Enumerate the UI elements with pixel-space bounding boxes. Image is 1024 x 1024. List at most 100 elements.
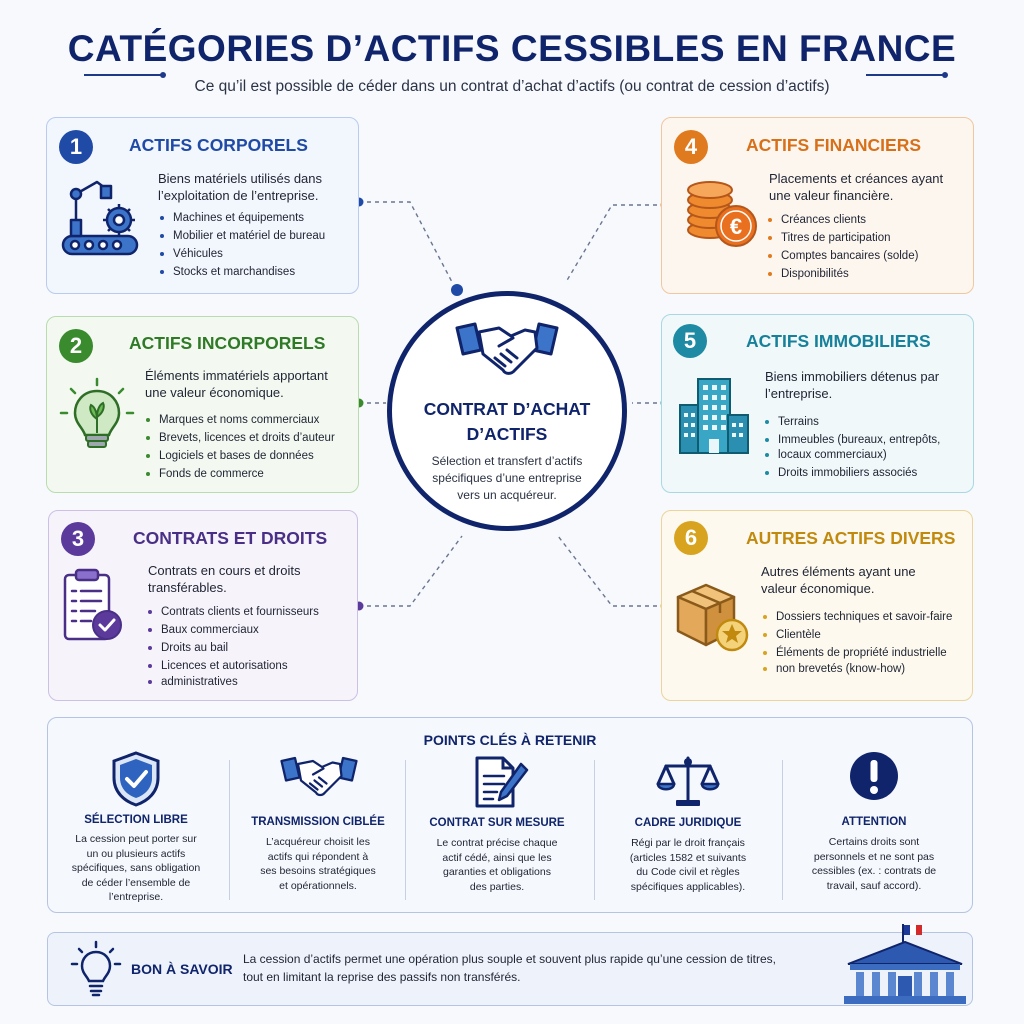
card-list: Marques et noms commerciaux Brevets, lic… — [145, 411, 335, 483]
points-cles-panel — [47, 717, 973, 913]
card-desc-line: Placements et créances ayant — [769, 171, 944, 186]
svg-text:€: € — [730, 214, 742, 239]
card-desc-line: transférables. — [148, 580, 227, 595]
list-item: Machines et équipements — [159, 209, 325, 227]
point-line: actifs qui répondent à — [267, 850, 369, 863]
card-description: Placements et créances ayant une valeur … — [769, 170, 943, 204]
center-desc-line2: spécifiques d’une entreprise — [432, 471, 582, 485]
card-list: Contrats clients et fournisseurs Baux co… — [147, 603, 319, 691]
point-title: SÉLECTION LIBRE — [84, 814, 188, 826]
point-line: des parties. — [469, 880, 525, 893]
scales-icon — [656, 756, 720, 806]
center-title-line2: D’ACTIFS — [466, 424, 548, 444]
list-item: Droits au bail — [147, 639, 319, 657]
list-item: Éléments de propriété industrielle — [762, 644, 952, 662]
handshake-icon — [280, 756, 358, 797]
card-number: 2 — [59, 329, 93, 363]
bon-a-savoir-title: BON À SAVOIR — [131, 961, 233, 977]
card-description: Biens matériels utilisés dans l’exploita… — [158, 170, 322, 204]
card-desc-line: Contrats en cours et droits — [148, 563, 301, 578]
point-line: travail, sauf accord). — [826, 879, 922, 892]
point-text: Le contrat précise chaque actif cédé, ai… — [422, 836, 572, 894]
divider — [405, 760, 406, 900]
divider — [594, 760, 595, 900]
point-title: TRANSMISSION CIBLÉE — [251, 816, 385, 828]
card-title: ACTIFS CORPORELS — [129, 135, 308, 155]
list-item: Fonds de commerce — [145, 465, 335, 483]
government-building-icon — [844, 924, 966, 1004]
point-text: Certains droits sont personnels et ne so… — [799, 835, 949, 893]
center-desc-line3: vers un acquéreur. — [457, 488, 557, 502]
card-autres-actifs-divers: 6 AUTRES ACTIFS DIVERS Autres éléments a… — [661, 510, 973, 701]
point-line: et opérationnels. — [279, 879, 357, 892]
list-item: Terrains — [764, 413, 940, 431]
card-number: 1 — [59, 130, 93, 164]
card-desc-line: Éléments immatériels apportant — [145, 368, 328, 383]
list-item: Contrats clients et fournisseurs — [147, 603, 319, 621]
point-line: L’acquéreur choisit les — [266, 836, 370, 848]
point-line: spécifiques, sans obligation — [71, 862, 201, 874]
center-description: Sélection et transfert d’actifs spécifiq… — [412, 453, 602, 504]
divider — [782, 760, 783, 900]
clipboard-check-icon — [63, 568, 122, 641]
card-list: Dossiers techniques et savoir-faire Clie… — [762, 608, 952, 678]
point-line: Le contrat précise chaque — [436, 837, 558, 849]
card-title: ACTIFS FINANCIERS — [746, 135, 921, 155]
list-item: Dossiers techniques et savoir-faire — [762, 608, 952, 626]
title-divider-left-dot — [160, 72, 166, 78]
list-item: Brevets, licences et droits d’auteur — [145, 429, 335, 447]
point-line: spécifiques applicables). — [630, 880, 746, 893]
list-item: Marques et noms commerciaux — [145, 411, 335, 429]
point-line: un ou plusieurs actifs — [86, 847, 186, 860]
page-subtitle: Ce qu’il est possible de céder dans un c… — [194, 78, 830, 95]
list-item: Disponibilités — [767, 265, 918, 283]
card-desc-line: une valeur économique. — [145, 385, 284, 400]
title-divider-left — [84, 74, 162, 76]
list-item: locaux commerciaux) — [764, 446, 940, 464]
point-line: Certains droits sont — [828, 836, 920, 848]
bon-text-line: La cession d’actifs permet une opération… — [243, 952, 776, 966]
point-text: Régi par le droit français (articles 158… — [613, 836, 763, 894]
point-line: cessibles (ex. : contrats de — [811, 865, 937, 877]
card-title: CONTRATS ET DROITS — [133, 528, 328, 548]
divider — [229, 760, 230, 900]
list-item: Licences et autorisations — [147, 657, 319, 675]
list-item: Comptes bancaires (solde) — [767, 247, 918, 265]
page-title: CATÉGORIES D’ACTIFS CESSIBLES EN FRANCE — [67, 28, 957, 69]
point-line: personnels et ne sont pas — [813, 850, 935, 863]
point-line: actif cédé, ainsi que les — [442, 851, 552, 864]
shield-check-icon — [112, 751, 160, 807]
card-list: Créances clients Titres de participation… — [767, 211, 918, 283]
list-item: Baux commerciaux — [147, 621, 319, 639]
bon-a-savoir-panel — [47, 932, 973, 1006]
list-item: Titres de participation — [767, 229, 918, 247]
card-title: ACTIFS IMMOBILIERS — [746, 331, 931, 351]
card-number: 6 — [674, 521, 708, 555]
card-desc-line: Autres éléments ayant une — [761, 564, 916, 579]
list-item: Logiciels et bases de données — [145, 447, 335, 465]
box-star-icon — [676, 583, 749, 652]
center-title-line1: CONTRAT D’ACHAT — [423, 399, 591, 419]
point-line: Régi par le droit français — [631, 837, 745, 849]
card-description: Autres éléments ayant une valeur économi… — [761, 563, 916, 597]
center-title: CONTRAT D’ACHAT D’ACTIFS — [397, 397, 617, 447]
machine-gear-icon — [61, 180, 139, 256]
point-line: du Code civil et règles — [636, 866, 740, 878]
list-item: Véhicules — [159, 245, 325, 263]
point-title: ATTENTION — [841, 816, 907, 828]
card-description: Biens immobiliers détenus par l’entrepri… — [765, 368, 939, 402]
center-circle — [387, 291, 627, 531]
point-line: La cession peut porter sur — [75, 833, 197, 845]
point-line: garanties et obligations — [443, 866, 551, 878]
card-number: 5 — [673, 324, 707, 358]
card-actifs-incorporels: 2 ACTIFS INCORPORELS Éléments immatériel… — [46, 316, 359, 493]
card-desc-line: valeur économique. — [761, 581, 875, 596]
card-number: 4 — [674, 130, 708, 164]
card-title: ACTIFS INCORPORELS — [129, 333, 326, 353]
bon-text-line: tout en limitant la reprise des passifs … — [243, 970, 521, 984]
card-title: AUTRES ACTIFS DIVERS — [746, 528, 956, 548]
card-actifs-financiers: 4 ACTIFS FINANCIERS € Placements et créa… — [661, 117, 974, 294]
title-divider-right-dot — [942, 72, 948, 78]
bon-a-savoir-text: La cession d’actifs permet une opération… — [243, 950, 803, 986]
buildings-icon — [679, 378, 749, 454]
